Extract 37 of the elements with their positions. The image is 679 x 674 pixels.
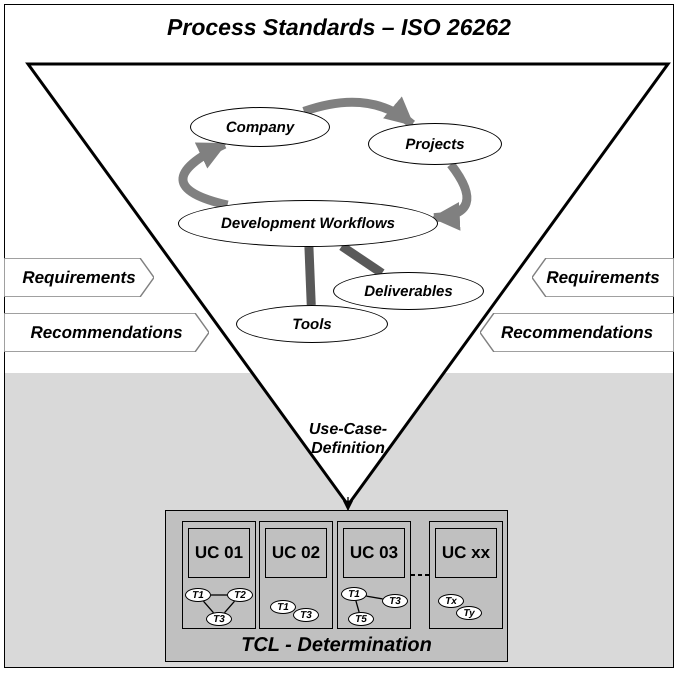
use-case-box: UC 01: [188, 528, 250, 578]
connector-line: [224, 600, 235, 614]
ellipse-node: T1: [270, 600, 296, 614]
use-case-box: UC 03: [343, 528, 405, 578]
panel-title: TCL - Determination: [240, 634, 433, 657]
connector-line: [304, 246, 316, 306]
use-case-column: [259, 521, 333, 629]
ellipse-node: T5: [348, 612, 374, 626]
banner-label: Requirements: [546, 268, 660, 288]
connector-line: [411, 574, 429, 576]
banner-label: Recommendations: [30, 322, 183, 342]
ellipse-node: T1: [341, 587, 367, 601]
ellipse-node: T1: [185, 588, 211, 602]
arrow: [178, 140, 229, 210]
ellipse-node: T3: [206, 612, 232, 626]
group-panel: [165, 510, 508, 662]
ellipse-node: Ty: [456, 606, 482, 620]
use-case-box: UC 02: [265, 528, 327, 578]
connector-line: [366, 595, 383, 600]
ellipse-node: T3: [293, 608, 319, 622]
banner-label: Recommendations: [500, 322, 654, 342]
use-case-box: UC xx: [435, 528, 497, 578]
arrow: [342, 497, 354, 512]
use-case-column: [337, 521, 411, 629]
use-case-column: [182, 521, 256, 629]
stage-label: Use-Case-Definition: [308, 420, 388, 458]
connector-line: [355, 600, 360, 612]
ellipse-node: T3: [382, 594, 408, 608]
connector-line: [203, 600, 214, 614]
ellipse-node: T2: [227, 588, 253, 602]
arrow: [302, 96, 415, 128]
connector-line: [211, 594, 227, 596]
use-case-column: [429, 521, 503, 629]
banner-label: Requirements: [22, 268, 136, 288]
title: Process Standards – ISO 26262: [166, 14, 512, 41]
arrow: [431, 162, 472, 230]
ellipse-node: Tx: [438, 594, 464, 608]
